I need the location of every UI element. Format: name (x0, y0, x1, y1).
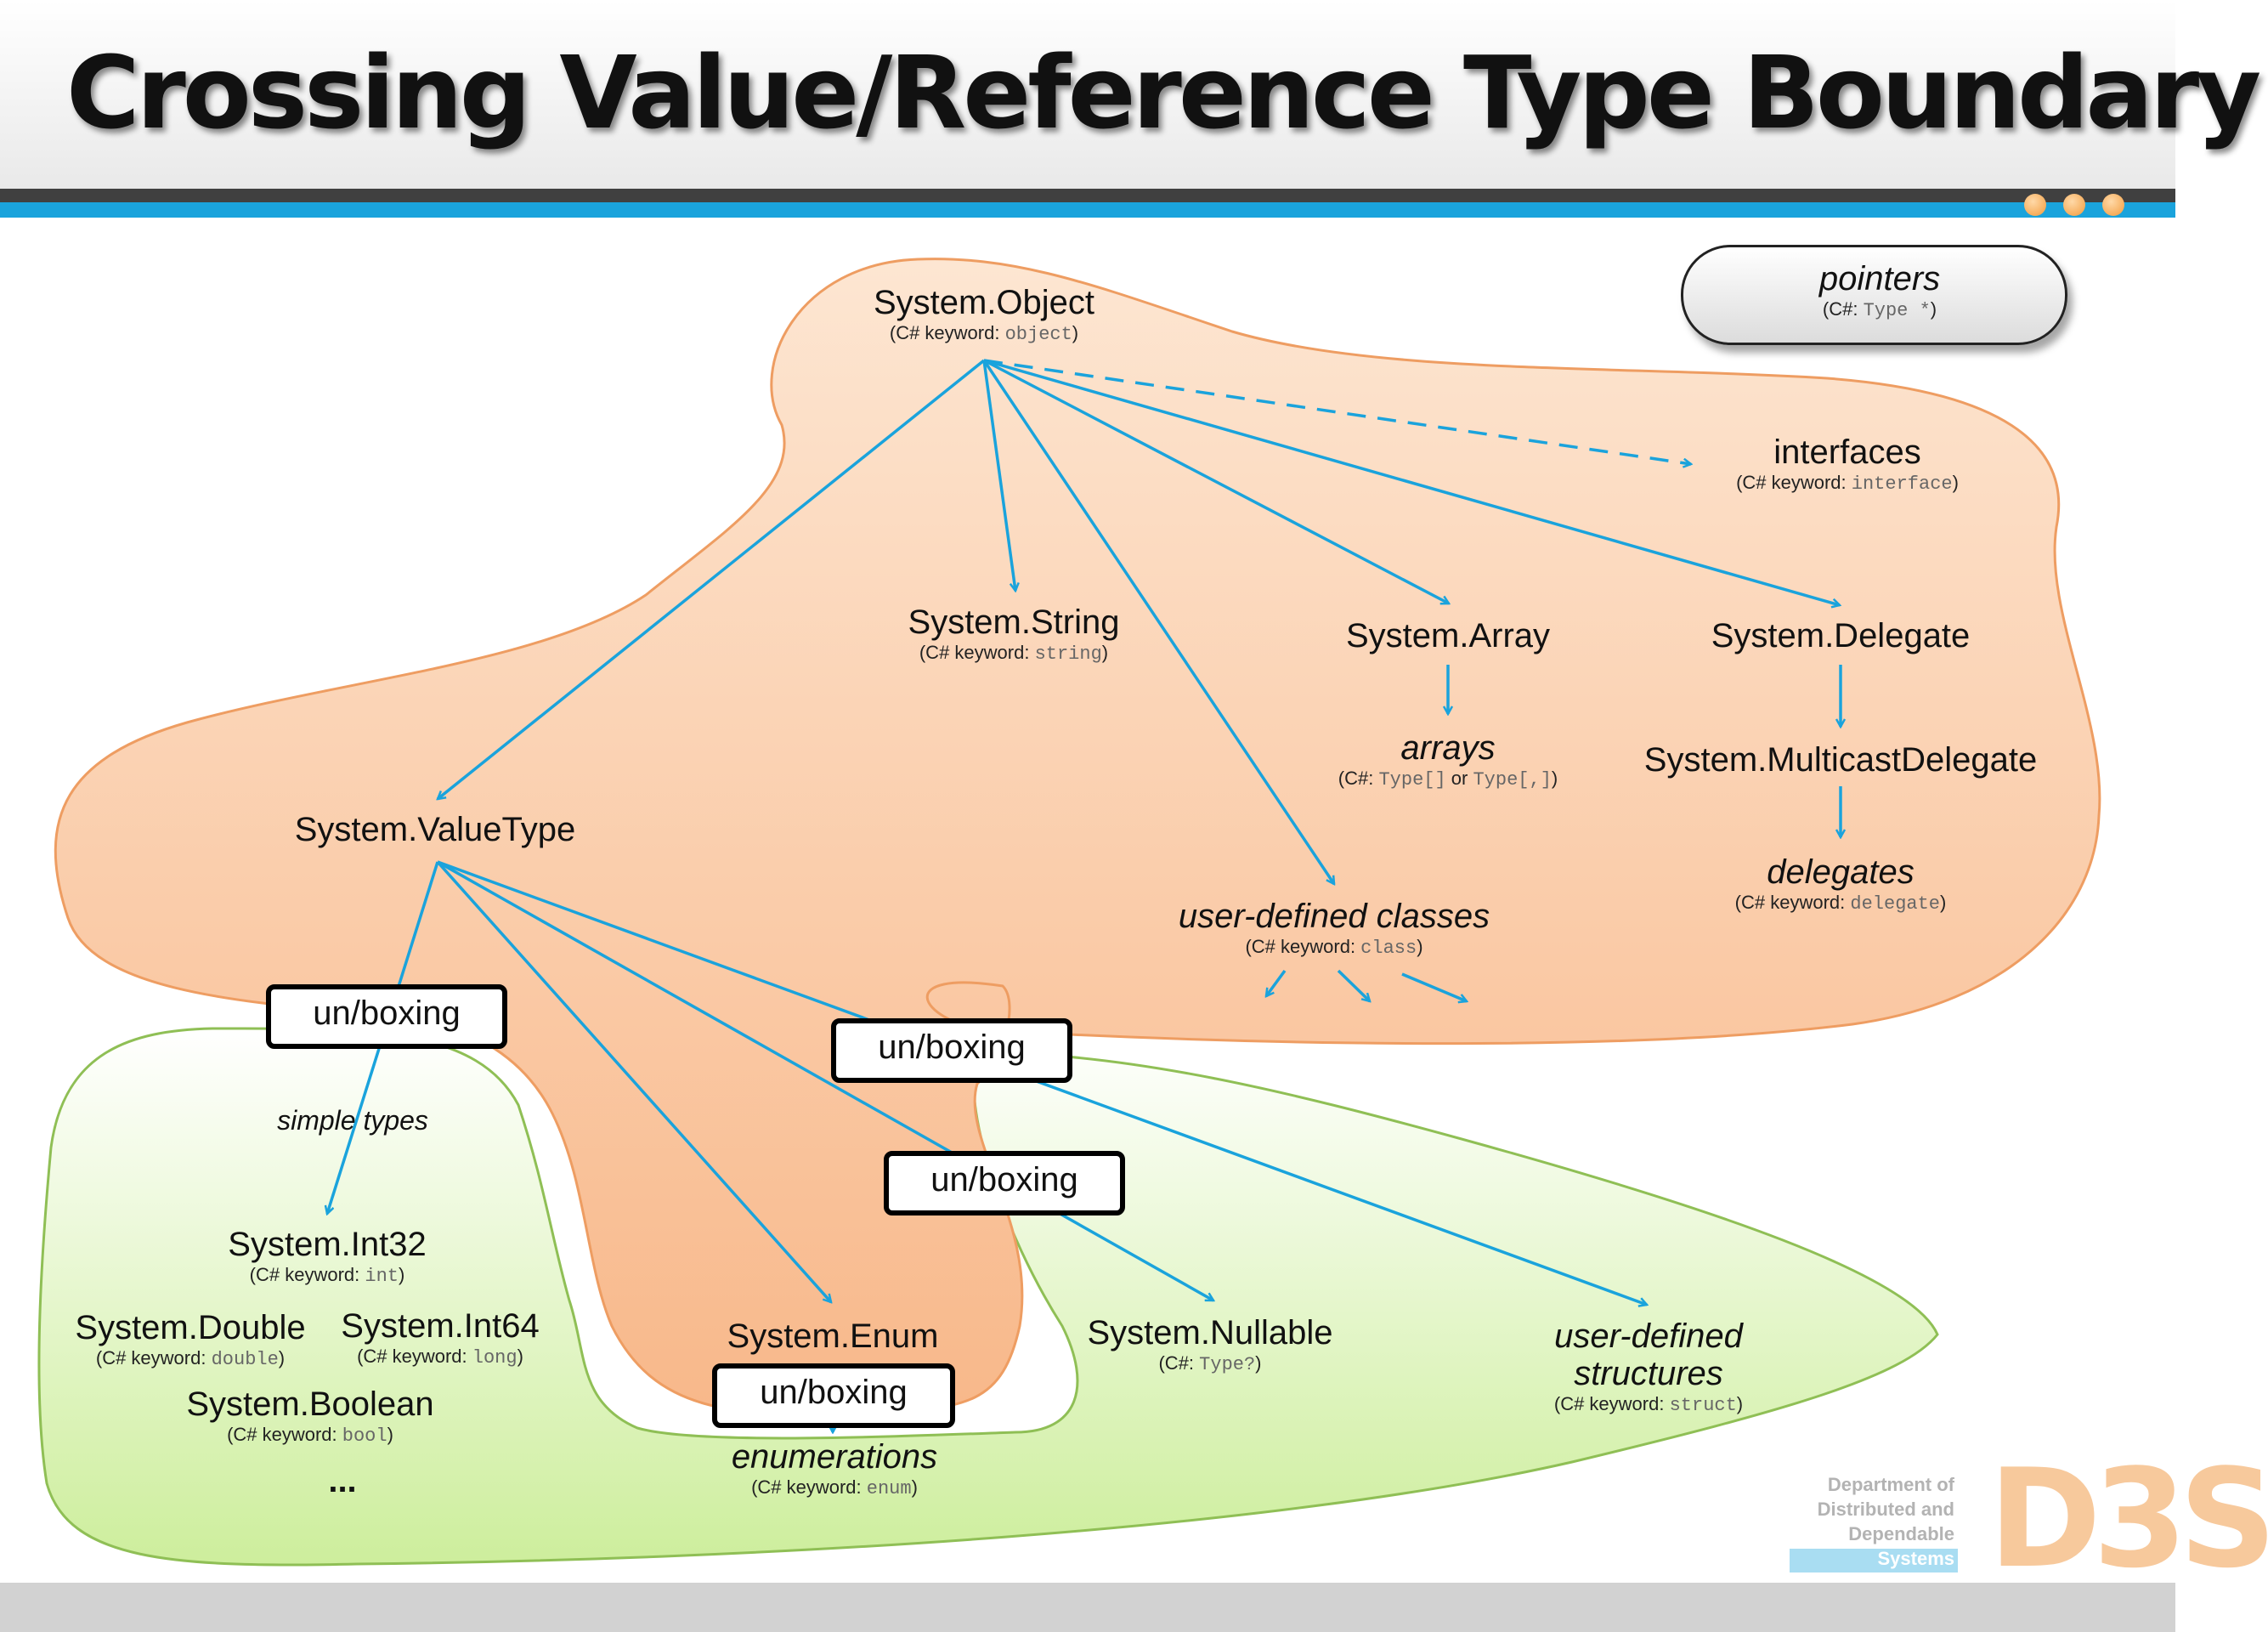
system-int64-node: System.Int64 (C# keyword: long) (341, 1307, 540, 1368)
decorative-dot-icon (2063, 194, 2085, 216)
boxing-label: un/boxing (884, 1151, 1125, 1216)
d3s-department-text: Department of Distributed and Dependable… (1817, 1474, 1954, 1569)
delegates-node: delegates (C# keyword: delegate) (1734, 853, 1947, 915)
arrays-node: arrays (C#: Type[] or Type[,]) (1338, 729, 1558, 790)
system-enum-node: System.Enum (727, 1318, 939, 1355)
enumerations-node: enumerations (C# keyword: enum) (731, 1438, 938, 1499)
simple-types-label: simple types (277, 1105, 428, 1136)
more-types-ellipsis: ... (328, 1462, 357, 1499)
boxing-label: un/boxing (831, 1018, 1072, 1083)
user-defined-classes-node: user-defined classes (C# keyword: class) (1178, 898, 1490, 959)
slide-title: Crossing Value/Reference Type Boundary (66, 34, 2261, 151)
system-int32-node: System.Int32 (C# keyword: int) (228, 1226, 427, 1287)
decorative-dot-icon (2102, 194, 2124, 216)
system-double-node: System.Double (C# keyword: double) (75, 1309, 306, 1370)
system-string-node: System.String (C# keyword: string) (908, 604, 1120, 665)
reference-type-region (54, 258, 2101, 1415)
value-type-region (37, 1027, 1939, 1567)
header-divider-accent (0, 202, 2175, 218)
interfaces-node: interfaces (C# keyword: interface) (1736, 434, 1959, 495)
system-boolean-node: System.Boolean (C# keyword: bool) (186, 1386, 434, 1447)
pointers-label: pointers (C#: Type *) (1818, 260, 1941, 321)
type-hierarchy-diagram (37, 258, 2101, 1567)
user-defined-structures-node: user-defined structures (C# keyword: str… (1553, 1318, 1744, 1416)
system-valuetype-node: System.ValueType (294, 811, 576, 848)
slide-footer-bar (0, 1583, 2175, 1632)
decorative-dot-icon (2024, 194, 2046, 216)
system-delegate-node: System.Delegate (1711, 617, 1971, 654)
system-object-node: System.Object (C# keyword: object) (873, 284, 1095, 345)
multicast-delegate-node: System.MulticastDelegate (1643, 741, 2038, 779)
slide-header: Crossing Value/Reference Type Boundary (0, 0, 2261, 189)
system-nullable-node: System.Nullable (C#: Type?) (1087, 1314, 1333, 1375)
boxing-label: un/boxing (712, 1363, 955, 1428)
d3s-logo-band (1790, 1549, 1958, 1572)
d3s-logo: D3S (1988, 1439, 2268, 1598)
boxing-label: un/boxing (266, 984, 507, 1049)
system-array-node: System.Array (1345, 617, 1551, 654)
header-divider-dark (0, 189, 2175, 202)
pointers-node (1681, 245, 2067, 345)
